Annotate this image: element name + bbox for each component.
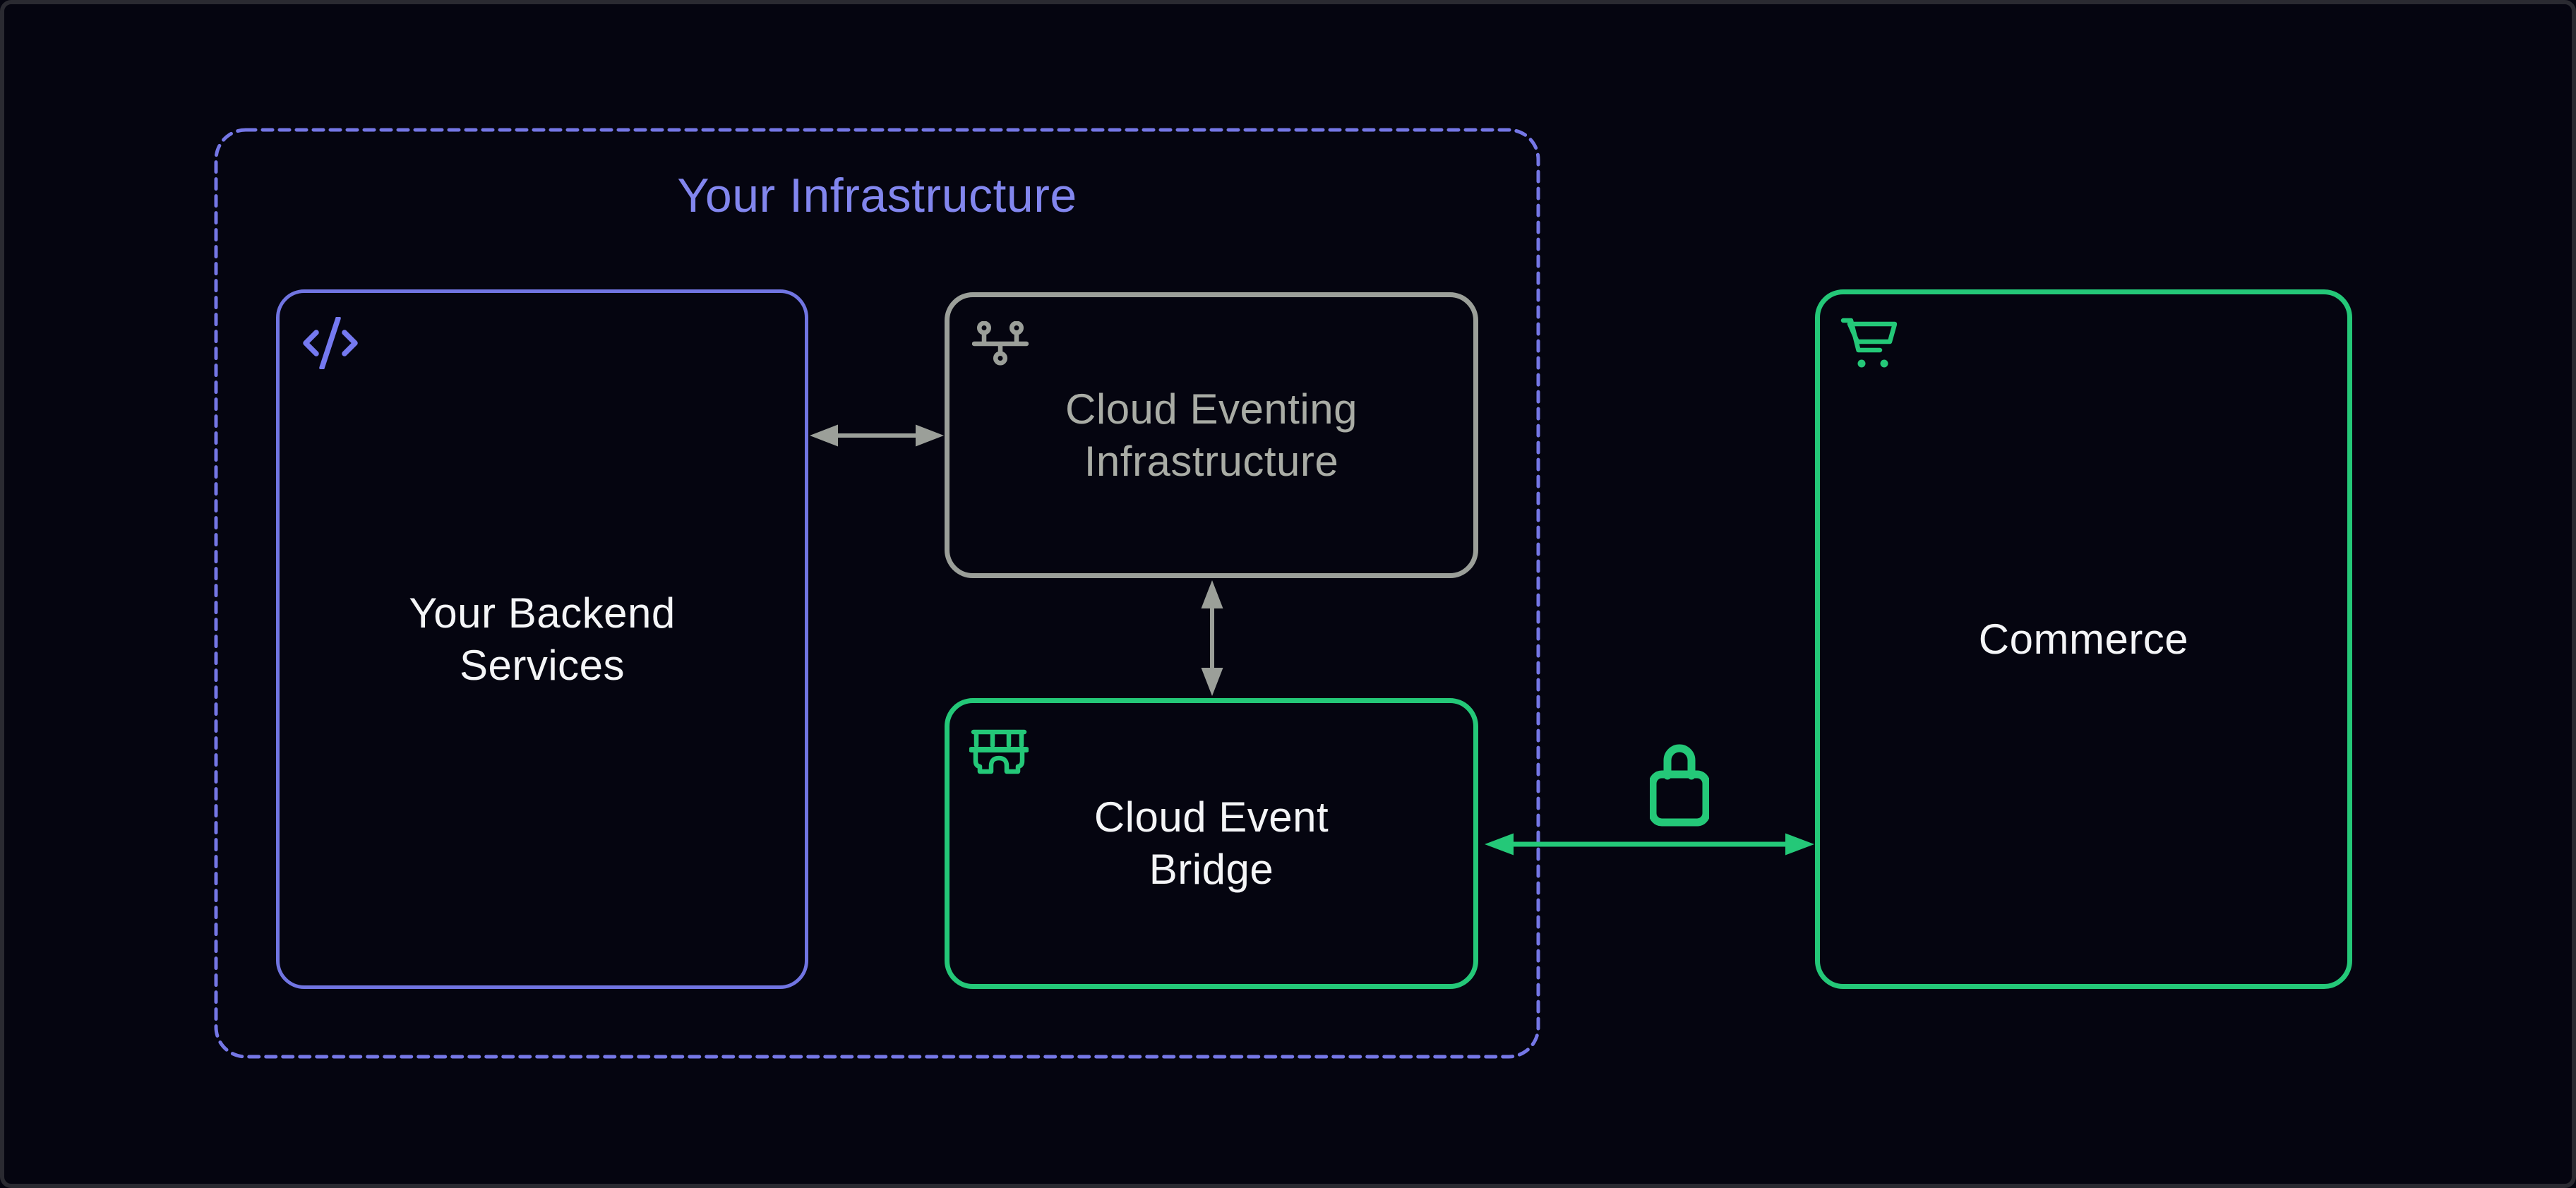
- arrow-backend-eventing: [810, 424, 944, 447]
- node-label: Your Backend Services: [409, 587, 675, 692]
- infrastructure-group-border: [214, 128, 1540, 1059]
- node-label: Cloud Event Bridge: [1094, 791, 1329, 896]
- code-icon: [303, 317, 358, 369]
- node-label-line: Services: [459, 641, 625, 689]
- node-label-line: Bridge: [1149, 846, 1274, 893]
- node-commerce: Commerce: [1815, 289, 2352, 989]
- infrastructure-group-title: Your Infrastructure: [677, 169, 1077, 222]
- arrow-bridge-commerce: [1485, 833, 1814, 856]
- node-label: Cloud Eventing Infrastructure: [1065, 383, 1358, 488]
- node-cloud-eventing-infrastructure: Cloud Eventing Infrastructure: [945, 292, 1478, 578]
- node-label-line: Commerce: [1978, 615, 2189, 663]
- cart-icon: [1840, 318, 1897, 368]
- lock-icon: [1650, 744, 1709, 827]
- node-backend-services: Your Backend Services: [276, 289, 808, 989]
- network-icon: [972, 321, 1029, 366]
- arrow-eventing-bridge: [1201, 580, 1223, 696]
- bridge-icon: [969, 729, 1029, 774]
- node-cloud-event-bridge: Cloud Event Bridge: [945, 698, 1478, 989]
- node-label-line: Cloud Event: [1094, 793, 1329, 841]
- node-label-line: Your Backend: [409, 589, 676, 637]
- node-label: Commerce: [1979, 613, 2188, 666]
- node-label-line: Infrastructure: [1084, 437, 1339, 485]
- node-label-line: Cloud Eventing: [1065, 385, 1358, 433]
